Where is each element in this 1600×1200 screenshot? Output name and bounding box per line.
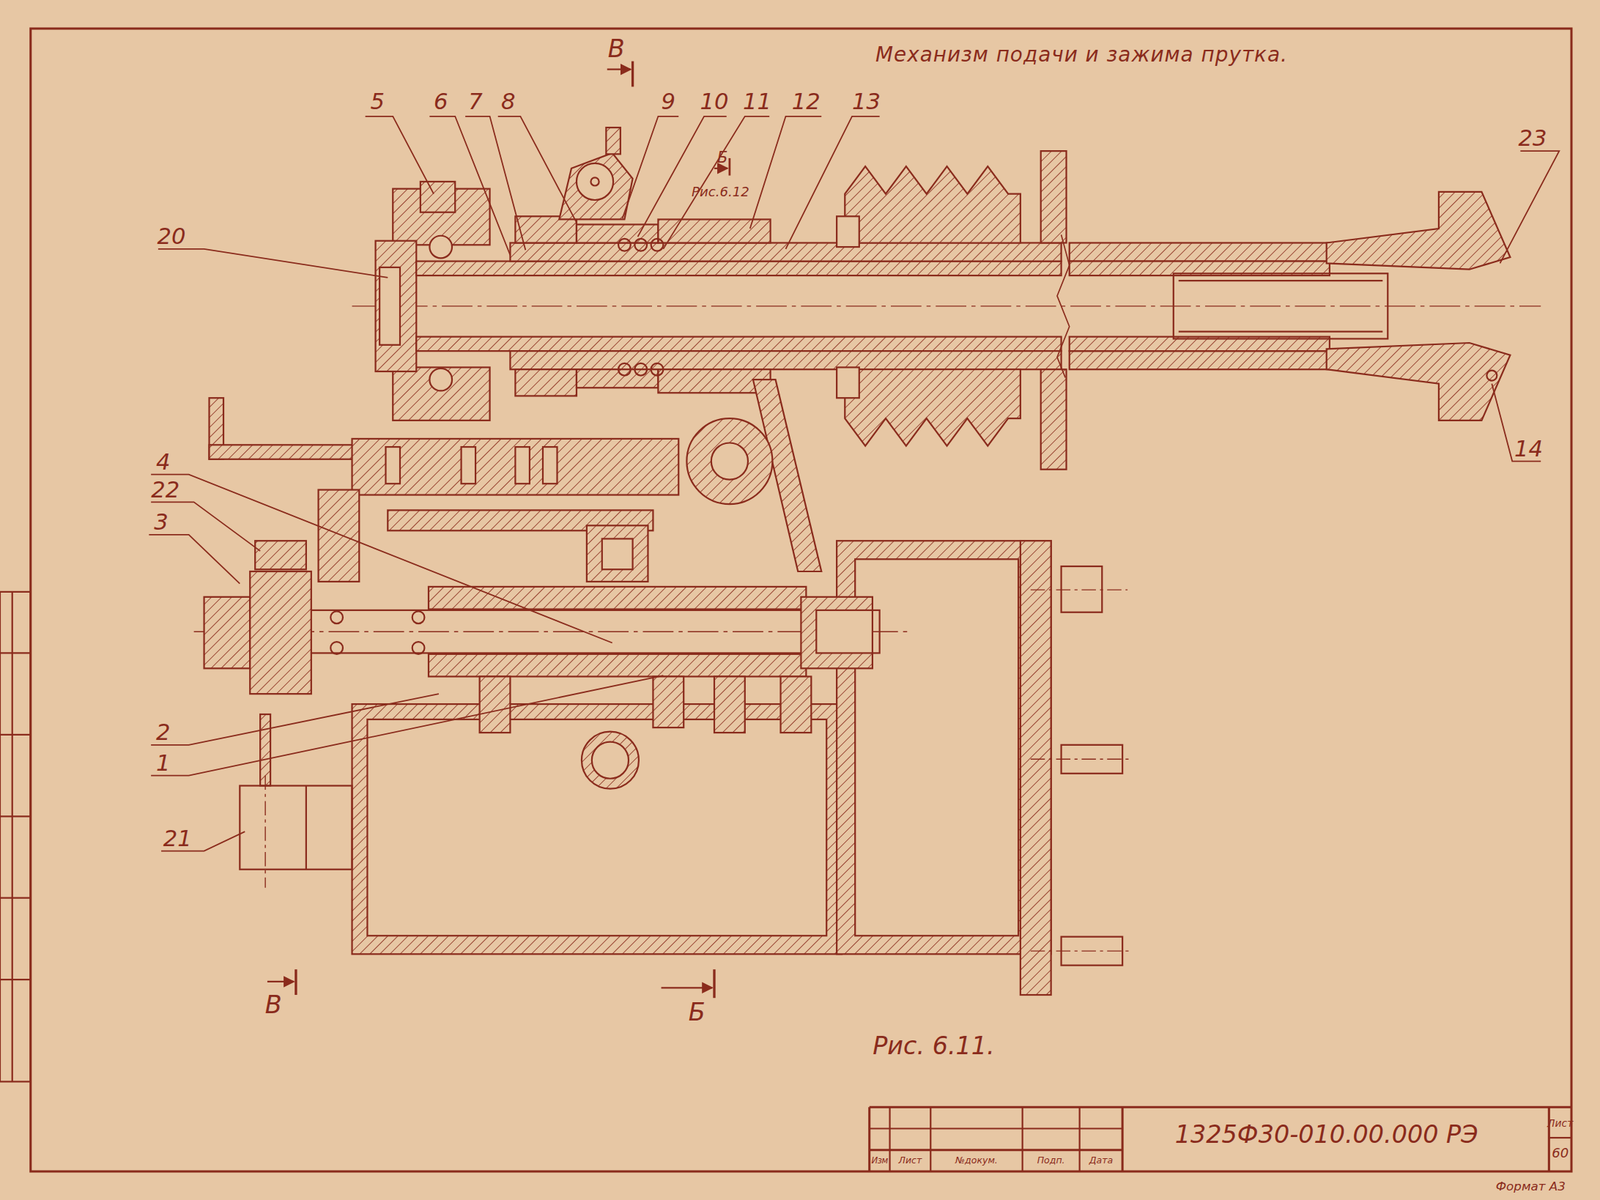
callout-number: 11 <box>742 89 772 115</box>
title-block-text: Лист <box>898 1155 923 1166</box>
callout-number: 1 <box>156 750 171 776</box>
callout-number: 22 <box>150 477 180 503</box>
callout-number: 23 <box>1518 126 1548 152</box>
title-block-text: Лист <box>1547 1117 1573 1129</box>
figure-ref: Рис.6.12 <box>691 184 750 200</box>
callout-number: 10 <box>700 89 729 115</box>
title-block-text: 1325Ф30-010.00.000 РЭ <box>1175 1120 1479 1148</box>
callout-number: 14 <box>1514 436 1543 462</box>
section-mark: В <box>265 991 283 1020</box>
section-mark: Б <box>688 998 706 1026</box>
callout-number: 4 <box>156 449 171 475</box>
title-block-text: №докум. <box>955 1155 998 1166</box>
callout-number: 7 <box>468 89 483 115</box>
title-block-text: 60 <box>1551 1145 1569 1161</box>
callout-number: 21 <box>163 826 192 852</box>
sheet-format: Формат А3 <box>1495 1178 1566 1192</box>
callout-number: 9 <box>661 89 677 115</box>
section-mark: В <box>608 35 625 63</box>
callout-number: 13 <box>852 89 881 115</box>
title-block-text: Дата <box>1089 1155 1113 1166</box>
callout-number: 3 <box>153 509 169 535</box>
figure-caption: Рис. 6.11. <box>872 1032 995 1060</box>
callout-number: 2 <box>156 720 171 746</box>
drawing-title: Механизм подачи и зажима прутка. <box>875 43 1288 67</box>
section-mark: Б <box>717 148 728 166</box>
title-block-text: Подп. <box>1037 1155 1066 1166</box>
callout-number: 5 <box>370 89 386 115</box>
callout-number: 12 <box>791 89 821 115</box>
callout-number: 6 <box>433 89 449 115</box>
callout-number: 20 <box>157 224 187 250</box>
title-block-text: Изм <box>871 1155 888 1165</box>
callout-number: 8 <box>501 89 516 115</box>
